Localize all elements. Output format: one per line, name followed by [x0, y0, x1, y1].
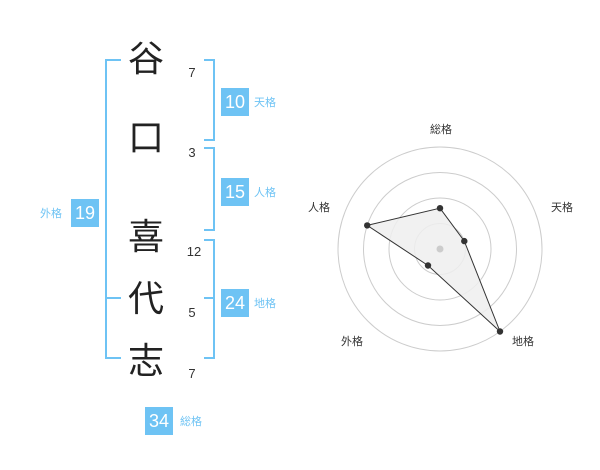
- jinkaku-label: 人格: [254, 186, 276, 199]
- radar-point-3: [424, 262, 432, 269]
- gaikaku-bracket: [105, 59, 121, 359]
- stroke-count-2: 3: [188, 145, 196, 160]
- name-char-2: 口: [127, 118, 164, 159]
- radar-ring-2: [388, 197, 492, 301]
- radar-point-0: [436, 205, 444, 212]
- radar-label-chikaku: 地格: [512, 335, 534, 348]
- name-char-5: 志: [127, 341, 164, 382]
- radar-label-jinkaku: 人格: [308, 201, 330, 214]
- radar-point-4: [364, 222, 371, 229]
- name-char-1: 谷: [127, 39, 164, 80]
- stroke-count-4: 5: [188, 305, 196, 320]
- gaikaku-label: 外格: [40, 207, 62, 220]
- radar-polygon: [365, 207, 501, 332]
- radar-point-1: [461, 237, 468, 245]
- radar-ring-4: [337, 146, 543, 352]
- radar-label-tenkaku: 天格: [551, 201, 573, 214]
- stroke-count-5: 7: [188, 366, 196, 381]
- name-char-4: 代: [127, 279, 164, 320]
- radar-ring-3: [363, 172, 517, 326]
- jinkaku-bracket: [204, 147, 215, 231]
- tenkaku-value: 10: [221, 88, 249, 116]
- tenkaku-bracket: [204, 59, 215, 141]
- radar-label-gaikaku: 外格: [341, 335, 363, 348]
- name-char-3: 喜: [127, 217, 164, 258]
- gaikaku-value: 19: [71, 199, 99, 227]
- radar-label-soukaku: 総格: [430, 123, 452, 136]
- stroke-count-1: 7: [188, 65, 196, 80]
- jinkaku-value: 15: [221, 178, 249, 206]
- soukaku-value: 34: [145, 407, 173, 435]
- tenkaku-label: 天格: [254, 96, 276, 109]
- chikaku-label: 地格: [254, 297, 276, 310]
- radar-point-2: [496, 328, 504, 335]
- chikaku-value: 24: [221, 289, 249, 317]
- stroke-count-3: 12: [186, 244, 202, 259]
- soukaku-label: 総格: [180, 415, 202, 428]
- radar-center-dot: [436, 245, 444, 253]
